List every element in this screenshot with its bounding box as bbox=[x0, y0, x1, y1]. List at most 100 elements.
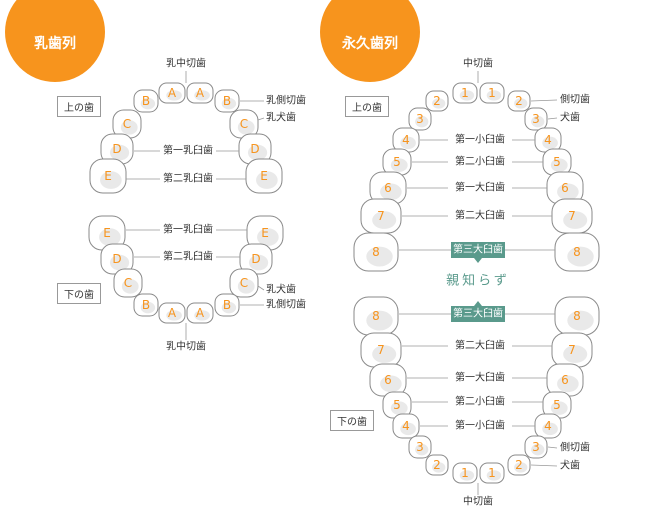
primary-lower-tooth: C bbox=[229, 268, 259, 298]
tooth-shading bbox=[563, 211, 588, 229]
leader-line bbox=[547, 117, 558, 120]
tooth-shading bbox=[542, 136, 558, 150]
permanent-upper-tooth: 7 bbox=[360, 198, 402, 234]
tooth-shading bbox=[567, 246, 594, 267]
tooth-code: E bbox=[260, 169, 268, 183]
tooth-code: 2 bbox=[433, 458, 441, 472]
tooth-shading bbox=[567, 310, 594, 331]
permanent-lower-tooth: 5 bbox=[382, 391, 412, 419]
tooth-code: 6 bbox=[384, 181, 392, 195]
primary-lower-name: 乳中切歯 bbox=[166, 340, 206, 353]
permanent-upper-label: 上の歯 bbox=[345, 96, 389, 117]
tooth-shading bbox=[531, 443, 545, 456]
tooth-shading bbox=[99, 228, 121, 246]
leader-line bbox=[547, 446, 558, 449]
primary-upper-name: 乳中切歯 bbox=[166, 57, 206, 70]
tooth-code: 1 bbox=[461, 466, 469, 480]
permanent-upper-tooth: 4 bbox=[392, 127, 420, 153]
primary-upper-name: 乳側切歯 bbox=[266, 94, 306, 107]
tooth-code: 8 bbox=[573, 245, 581, 259]
tooth-shading bbox=[459, 470, 475, 481]
permanent-upper-name: 第一大臼歯 bbox=[455, 181, 505, 194]
permanent-lower-label: 下の歯 bbox=[330, 410, 374, 431]
tooth-code: 7 bbox=[568, 209, 576, 223]
tooth-code: 4 bbox=[402, 419, 410, 433]
permanent-lower-wisdom-badge: 第三大臼歯 bbox=[451, 301, 505, 322]
tooth-code: 1 bbox=[461, 86, 469, 100]
primary-upper-tooth: D bbox=[238, 133, 272, 165]
primary-upper-tooth: E bbox=[89, 158, 127, 194]
tooth-code: 1 bbox=[488, 466, 496, 480]
tooth-shading bbox=[550, 158, 568, 172]
tooth-shading bbox=[486, 90, 502, 101]
tooth-code: C bbox=[240, 117, 248, 131]
tooth-code: 7 bbox=[377, 343, 385, 357]
primary-upper-tooth: A bbox=[186, 82, 214, 104]
tooth-code: A bbox=[168, 306, 177, 320]
tooth-code: E bbox=[104, 169, 112, 183]
tooth-code: 4 bbox=[402, 133, 410, 147]
tooth-code: B bbox=[142, 94, 150, 108]
tooth-code: 5 bbox=[393, 398, 401, 412]
badge-label: 第三大臼歯 bbox=[453, 243, 503, 256]
wisdom-tooth-note: 親知らず bbox=[446, 273, 510, 289]
tooth-code: 1 bbox=[488, 86, 496, 100]
tooth-shading bbox=[557, 375, 579, 393]
permanent-upper-name: 中切歯 bbox=[463, 57, 493, 70]
tooth-shading bbox=[221, 301, 237, 314]
tooth-shading bbox=[256, 171, 278, 189]
permanent-lower-name: 第一小臼歯 bbox=[455, 419, 505, 432]
tooth-shading bbox=[194, 90, 210, 101]
primary-lower-tooth: B bbox=[133, 293, 159, 317]
tooth-shading bbox=[166, 90, 182, 101]
permanent-upper-tooth: 3 bbox=[524, 107, 548, 131]
permanent-lower-name: 第一大臼歯 bbox=[455, 371, 505, 384]
tooth-shading bbox=[557, 183, 579, 201]
primary-upper-tooth: B bbox=[214, 89, 240, 113]
primary-upper-name: 第一乳臼歯 bbox=[163, 144, 213, 157]
permanent-lower-tooth: 6 bbox=[369, 363, 407, 397]
tooth-code: 2 bbox=[515, 458, 523, 472]
tooth-shading bbox=[550, 401, 568, 415]
leader-line bbox=[530, 464, 558, 467]
tooth-code: 6 bbox=[561, 181, 569, 195]
tooth-shading bbox=[109, 254, 130, 271]
tooth-shading bbox=[166, 310, 182, 321]
tooth-shading bbox=[366, 246, 393, 267]
permanent-upper-tooth: 7 bbox=[551, 198, 593, 234]
permanent-upper-tooth: 5 bbox=[382, 148, 412, 176]
tooth-code: A bbox=[196, 306, 205, 320]
tooth-shading bbox=[563, 345, 588, 363]
permanent-upper-tooth: 8 bbox=[353, 232, 399, 272]
permanent-upper-tooth: 2 bbox=[425, 90, 449, 112]
tooth-shading bbox=[120, 120, 138, 135]
tooth-shading bbox=[415, 443, 429, 456]
primary-lower-tooth: B bbox=[214, 293, 240, 317]
permanent-upper-name: 第一小臼歯 bbox=[455, 133, 505, 146]
permanent-upper-tooth: 4 bbox=[534, 127, 562, 153]
tooth-shading bbox=[109, 144, 130, 161]
tooth-shading bbox=[415, 115, 429, 128]
tooth-code: B bbox=[142, 298, 150, 312]
permanent-lower-tooth: 8 bbox=[554, 296, 600, 336]
primary-lower-tooth: A bbox=[158, 302, 186, 324]
permanent-lower-tooth: 2 bbox=[425, 454, 449, 476]
tooth-shading bbox=[194, 310, 210, 321]
primary-upper-tooth: A bbox=[158, 82, 186, 104]
tooth-code: E bbox=[261, 226, 269, 240]
tooth-shading bbox=[400, 422, 416, 436]
tooth-shading bbox=[221, 97, 237, 110]
tooth-code: 2 bbox=[515, 94, 523, 108]
permanent-lower-name: 犬歯 bbox=[560, 459, 580, 472]
leader-line bbox=[530, 99, 558, 102]
tooth-code: D bbox=[251, 252, 260, 266]
primary-upper-tooth: D bbox=[100, 133, 134, 165]
tooth-shading bbox=[380, 375, 402, 393]
permanent-lower-tooth: 1 bbox=[452, 462, 478, 484]
primary-lower-tooth: D bbox=[239, 243, 273, 275]
tooth-shading bbox=[366, 310, 393, 331]
badge-label: 第三大臼歯 bbox=[453, 307, 503, 320]
tooth-code: B bbox=[223, 298, 231, 312]
tooth-code: 6 bbox=[384, 373, 392, 387]
tooth-shading bbox=[140, 97, 156, 110]
